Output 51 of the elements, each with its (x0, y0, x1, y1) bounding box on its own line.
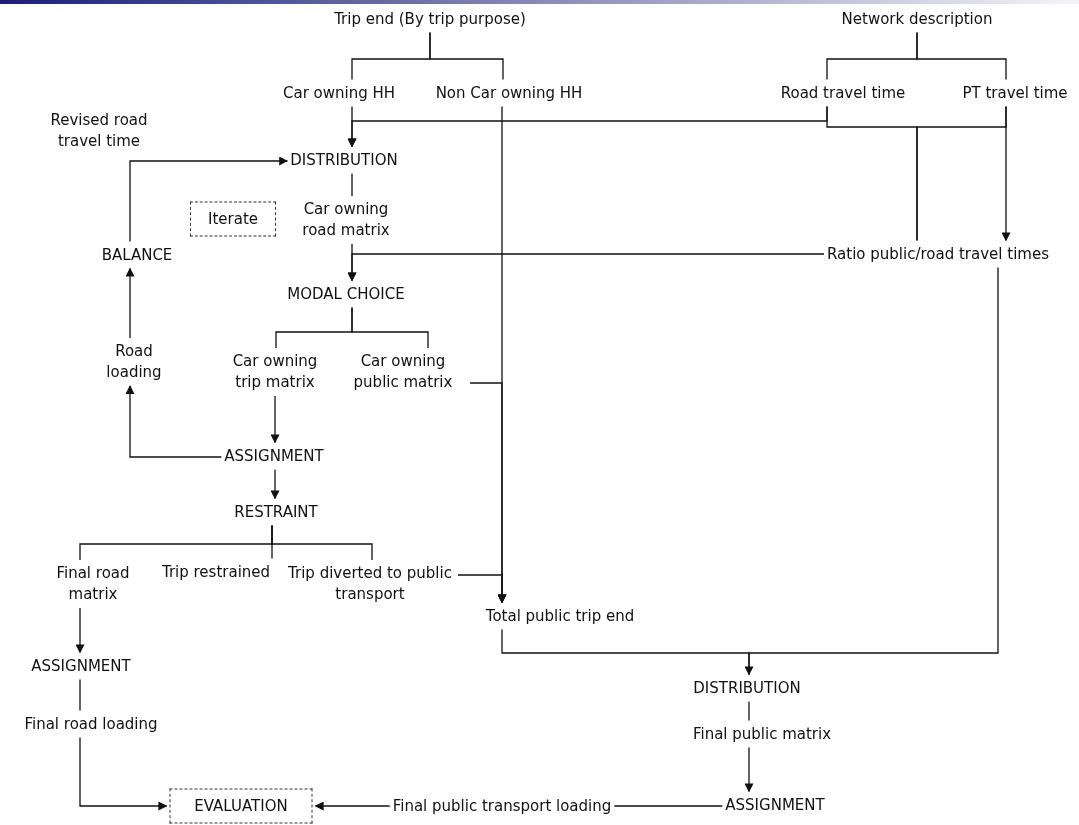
connector-arrow (744, 746, 754, 793)
flow-text: Final road matrix (55, 563, 131, 605)
connector-arrow (79, 736, 168, 811)
connector-arrow (125, 267, 135, 339)
connector-line (351, 172, 353, 197)
connector-line (429, 31, 504, 81)
flow-text: MODAL CHOICE (287, 283, 405, 305)
flow-text: Non Car owning HH (435, 82, 583, 104)
flow-text: ASSIGNMENT (31, 655, 131, 677)
connector-arrow (1001, 105, 1011, 242)
dashed-box (169, 788, 313, 824)
connector-line (748, 700, 750, 722)
connector-line (351, 306, 429, 349)
flow-text: Iterate (207, 208, 259, 230)
flow-text: Final road loading (24, 713, 158, 735)
connector-line (271, 524, 373, 561)
flow-text: ASSIGNMENT (224, 445, 324, 467)
flow-text: RESTRAINT (234, 501, 318, 523)
flow-text: Car owning road matrix (301, 199, 391, 241)
flow-text: BALANCE (101, 244, 173, 266)
flow-text: Final public transport loading (392, 795, 612, 817)
flow-text: Trip restrained (161, 561, 271, 583)
flow-text: Final public matrix (692, 723, 832, 745)
flow-text: Road loading (105, 341, 163, 383)
connector-line (916, 31, 1007, 81)
flow-text: DISTRIBUTION (693, 677, 801, 699)
connector-arrow (314, 801, 391, 811)
connector-arrow (347, 253, 825, 282)
flow-text: EVALUATION (193, 795, 289, 817)
flow-text: Car owning trip matrix (231, 351, 319, 393)
flow-text: DISTRIBUTION (290, 149, 398, 171)
flow-text: ASSIGNMENT (725, 794, 825, 816)
dashed-box (190, 201, 276, 237)
flow-text: PT travel time (962, 82, 1068, 104)
flow-text: Total public trip end (485, 605, 635, 627)
flow-text: Trip end (By trip purpose) (334, 8, 526, 30)
flow-text: Car owning public matrix (352, 351, 454, 393)
connector-arrow (744, 266, 999, 676)
flow-text: Road travel time (780, 82, 906, 104)
connector-arrow (125, 385, 222, 458)
connector-arrow (457, 574, 507, 604)
connector-arrow (270, 468, 280, 500)
connector-line (613, 805, 723, 807)
flow-text: Network description (841, 8, 993, 30)
flow-text: Trip diverted to public transport (287, 563, 453, 605)
connector-line (79, 678, 81, 712)
flow-text: Car owning HH (282, 82, 396, 104)
connector-arrow (129, 156, 289, 243)
connector-arrow (270, 395, 280, 444)
flow-text: Ratio public/road travel times (827, 243, 1049, 265)
connector-arrow (75, 607, 85, 654)
